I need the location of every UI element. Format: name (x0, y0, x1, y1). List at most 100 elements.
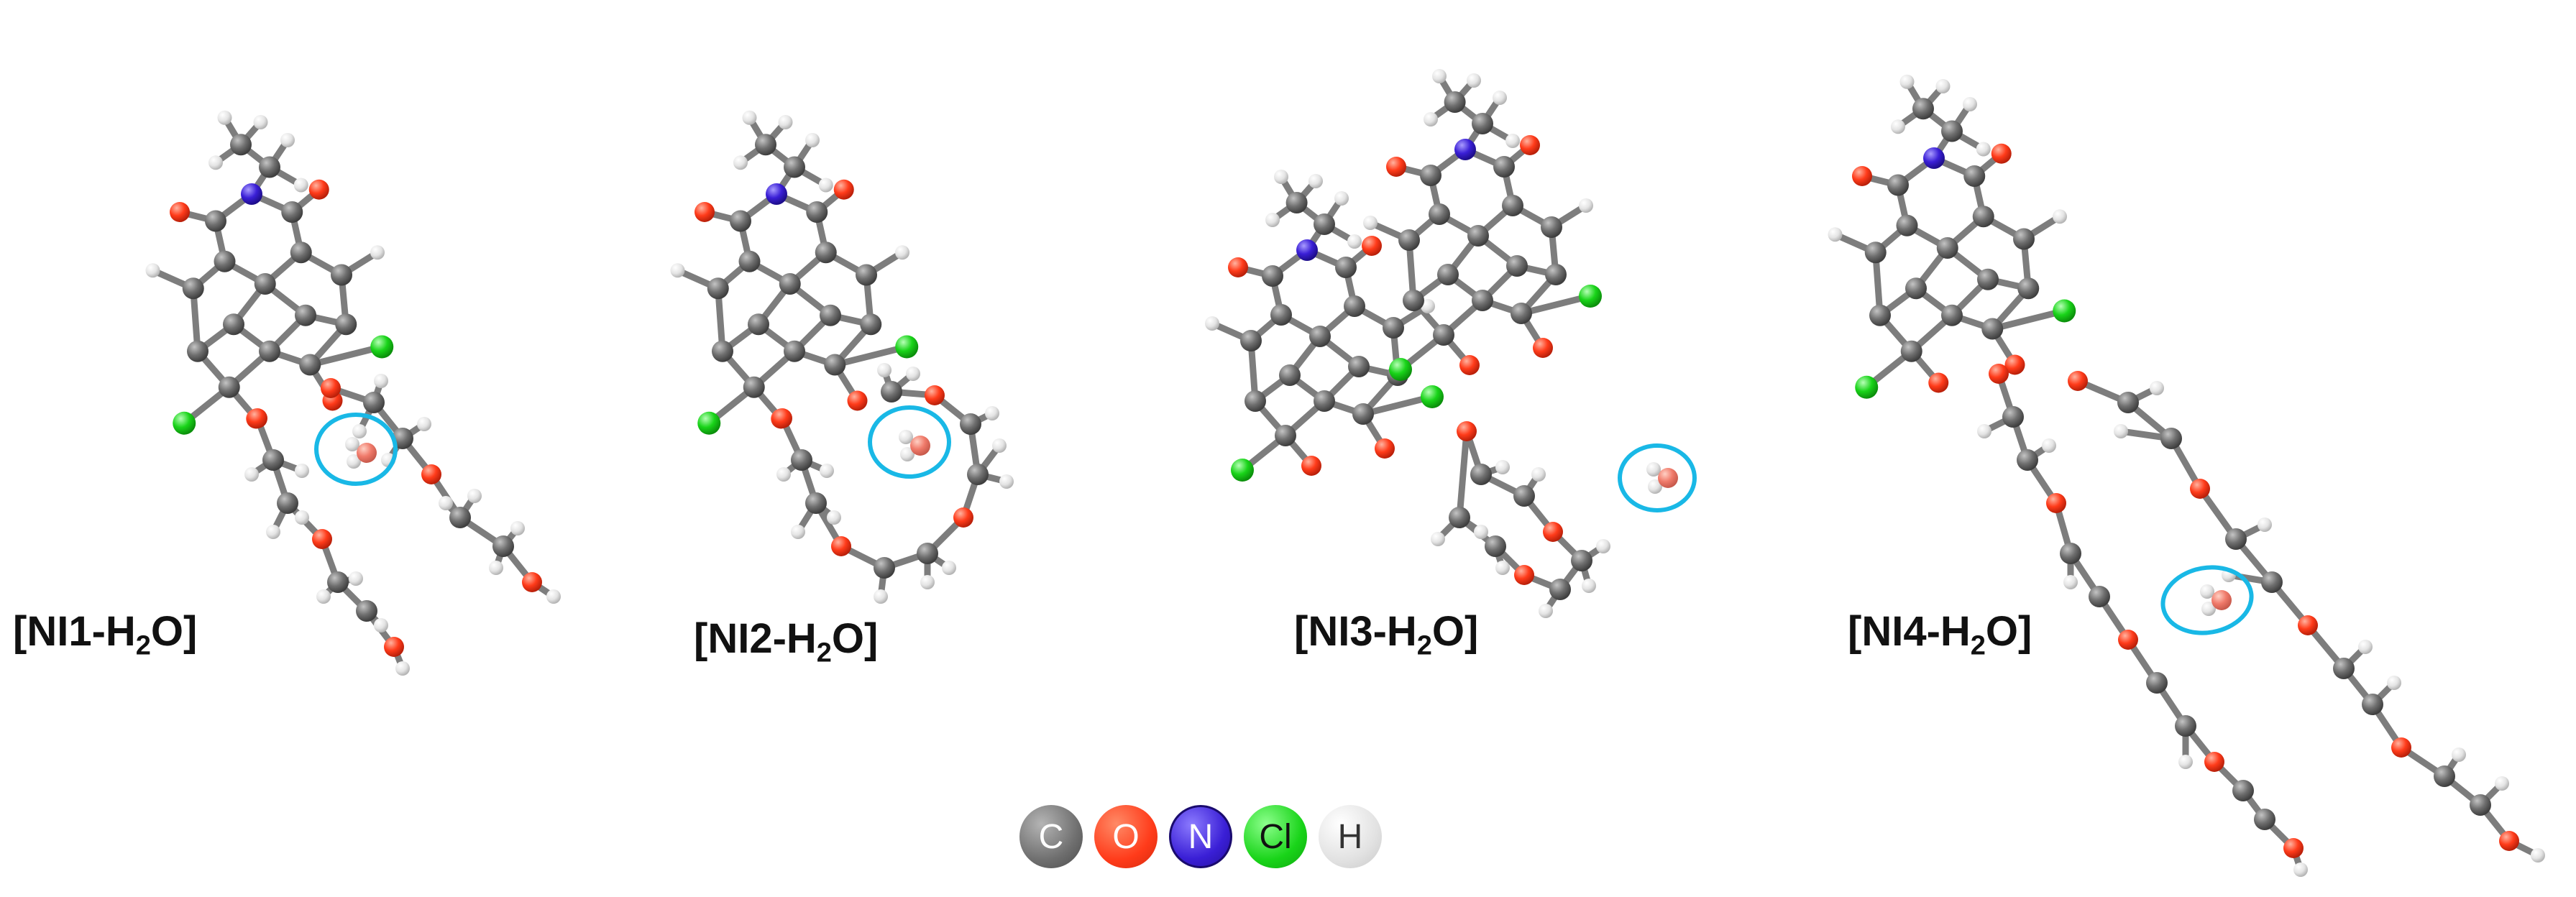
carbon-atom (1493, 156, 1515, 178)
hydrogen-atom (510, 521, 525, 535)
hydrogen-atom (1205, 316, 1219, 331)
oxygen-atom (1228, 257, 1248, 277)
hydrogen-atom (347, 454, 361, 469)
oxygen-atom (170, 202, 190, 222)
oxygen-atom (1386, 157, 1406, 177)
hydrogen-atom (1505, 134, 1520, 148)
water-highlight-ellipse (868, 405, 951, 479)
carbon-atom (2017, 449, 2038, 471)
carbon-atom (277, 492, 298, 514)
hydrogen-atom (1899, 74, 1915, 89)
chlorine-atom (173, 411, 196, 435)
carbon-atom (784, 340, 805, 362)
hydrogen-atom (1432, 69, 1447, 83)
hydrogen-atom (1274, 170, 1288, 184)
bond (831, 344, 910, 368)
carbon-atom (1279, 364, 1301, 386)
oxygen-atom (953, 507, 973, 528)
carbon-atom (205, 210, 226, 232)
chlorine-atom (1421, 385, 1444, 408)
oxygen-atom (925, 385, 945, 405)
carbon-atom (860, 313, 882, 336)
hydrogen-atom (1539, 604, 1553, 618)
carbon-atom (1981, 318, 2004, 340)
legend-nitrogen: N (1169, 805, 1232, 868)
carbon-atom (1941, 120, 1963, 142)
carbon-atom (779, 273, 801, 295)
hydrogen-atom (439, 496, 453, 510)
carbon-atom (1444, 91, 1466, 113)
carbon-atom (1309, 326, 1331, 347)
carbon-atom (1420, 165, 1441, 186)
carbon-atom (1314, 213, 1335, 235)
hydrogen-atom (776, 467, 791, 482)
carbon-atom (1869, 304, 1891, 326)
water-highlight-ellipse (2160, 565, 2254, 635)
water-highlight-ellipse (1618, 443, 1697, 512)
carbon-atom (2160, 428, 2182, 449)
hydrogen-atom (349, 571, 363, 586)
hydrogen-atom (1648, 479, 1662, 494)
carbon-atom (363, 392, 385, 413)
oxygen-atom (1991, 143, 2012, 164)
hydrogen-atom (1424, 112, 1438, 126)
carbon-atom (2434, 765, 2455, 787)
oxygen-atom (2499, 831, 2519, 851)
hydrogen-atom (2358, 640, 2373, 654)
oxygen-atom (772, 408, 792, 428)
oxygen-atom (2204, 752, 2224, 772)
panel-label-ni1: [NI1-H2O] (13, 608, 198, 661)
carbon-atom (1936, 237, 1958, 259)
carbon-atom (2017, 277, 2040, 300)
legend-carbon: C (1019, 805, 1083, 868)
bond (1456, 428, 1470, 521)
hydrogen-atom (2114, 424, 2128, 438)
hydrogen-atom (791, 525, 805, 539)
carbon-atom (1513, 485, 1535, 507)
hydrogen-atom (1828, 227, 1843, 242)
chlorine-atom (1855, 375, 1879, 399)
chlorine-atom (1231, 459, 1254, 482)
water-highlight-ellipse (314, 413, 398, 486)
hydrogen-atom (900, 447, 915, 461)
chlorine-atom (895, 335, 919, 359)
oxygen-atom (1362, 236, 1382, 256)
hydrogen-atom (1421, 299, 1435, 313)
carbon-atom (805, 492, 827, 514)
carbon-atom (1314, 390, 1335, 412)
bond (1989, 308, 2068, 332)
hydrogen-atom (2200, 584, 2214, 599)
carbon-atom (1335, 257, 1357, 278)
hydrogen-atom (2531, 848, 2545, 862)
hydrogen-atom (1467, 73, 1481, 88)
carbon-atom (356, 600, 377, 622)
carbon-atom (730, 210, 751, 232)
carbon-atom (1502, 195, 1523, 216)
carbon-atom (784, 156, 805, 178)
hydrogen-atom (395, 661, 410, 676)
nitrogen-atom (766, 183, 787, 205)
carbon-atom (1941, 304, 1963, 326)
carbon-atom (214, 250, 236, 272)
carbon-atom (743, 376, 765, 398)
hydrogen-atom (1265, 213, 1280, 227)
carbon-atom (815, 242, 837, 264)
carbon-atom (1403, 290, 1424, 311)
hydrogen-atom (316, 589, 331, 604)
carbon-atom (1541, 216, 1562, 238)
oxygen-atom (2298, 615, 2318, 635)
hydrogen-atom (2387, 676, 2401, 690)
bond (1360, 393, 1436, 418)
carbon-atom (2146, 672, 2168, 694)
chlorine-atom (1579, 285, 1602, 308)
carbon-atom (1240, 330, 1262, 351)
legend-chlorine: Cl (1244, 805, 1307, 868)
carbon-atom (1352, 403, 1374, 425)
oxygen-atom (833, 179, 854, 200)
carbon-atom (2175, 715, 2196, 737)
carbon-atom (1887, 174, 1909, 196)
carbon-atom (254, 273, 276, 295)
carbon-atom (1348, 356, 1370, 377)
hydrogen-atom (2042, 438, 2056, 453)
carbon-atom (335, 313, 357, 336)
